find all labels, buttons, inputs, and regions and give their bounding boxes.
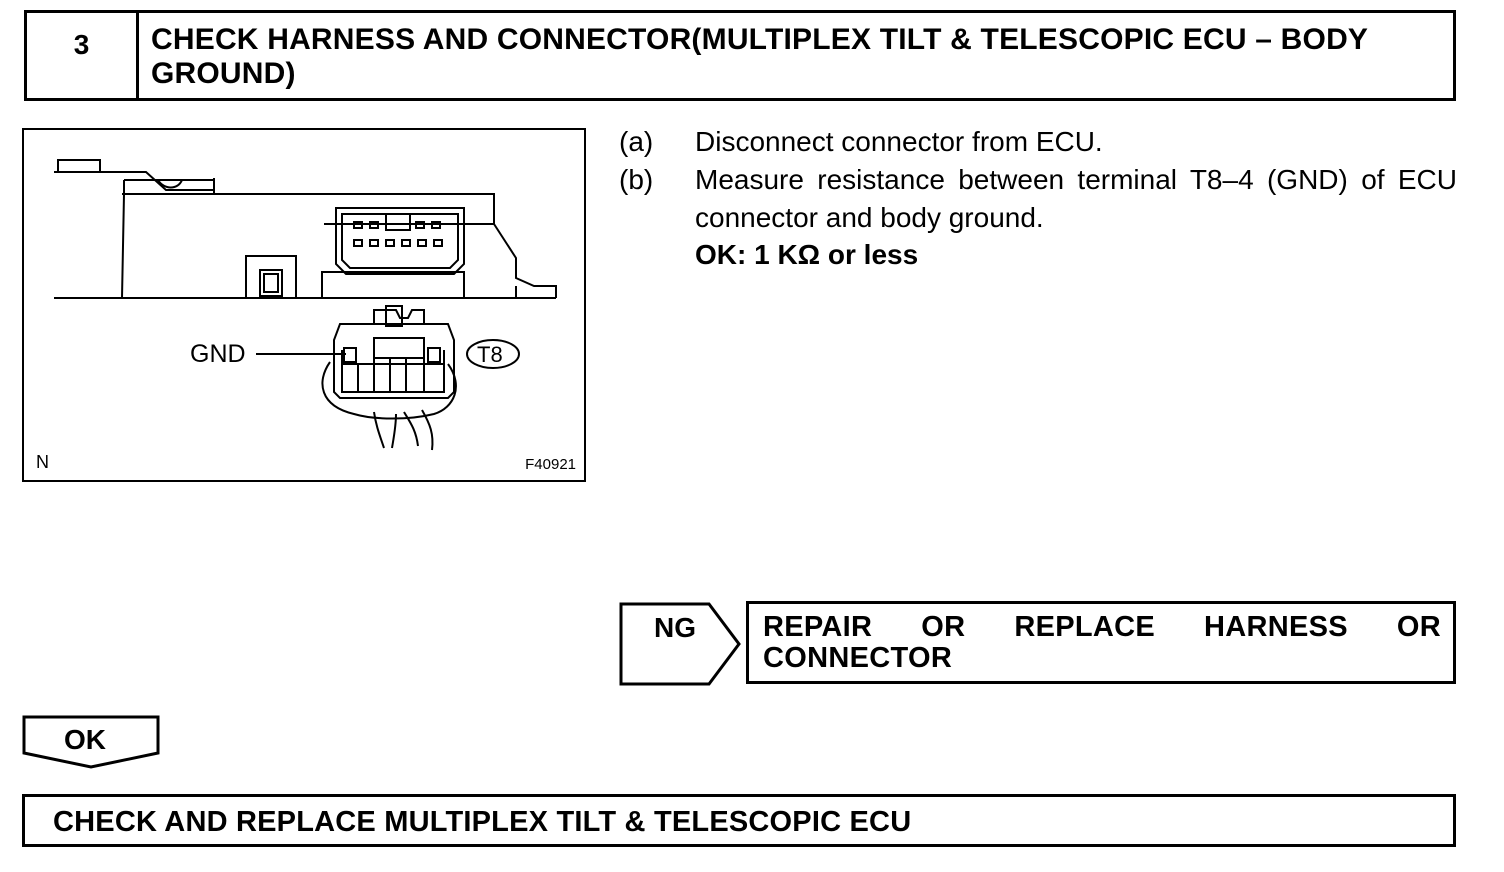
instruction-text: Disconnect connector from ECU.	[695, 126, 1103, 157]
ecu-connector-illustration: GND T8 N F40921	[22, 128, 586, 482]
ok-result-text: CHECK AND REPLACE MULTIPLEX TILT & TELES…	[53, 806, 912, 838]
step-header: 3 CHECK HARNESS AND CONNECTOR(MULTIPLEX …	[24, 10, 1456, 101]
step-title: CHECK HARNESS AND CONNECTOR(MULTIPLEX TI…	[151, 23, 1368, 90]
ok-criterion: OK: 1 KΩ or less	[695, 239, 919, 270]
ng-result-text: REPAIR OR REPLACE HARNESS OR CONNECTOR	[763, 611, 1441, 674]
gnd-terminal-label: GND	[190, 340, 246, 368]
figure-corner-mark: N	[36, 452, 49, 472]
figure-code: F40921	[525, 456, 576, 473]
instruction-label: (a)	[619, 126, 654, 157]
ok-result-box: CHECK AND REPLACE MULTIPLEX TILT & TELES…	[22, 794, 1456, 847]
ecu-connector-drawing	[54, 159, 557, 451]
ng-result-box: REPAIR OR REPLACE HARNESS OR CONNECTOR	[746, 601, 1456, 684]
step-number: 3	[27, 13, 139, 98]
ng-label: NG	[654, 612, 696, 643]
instruction-text: Measure resistance between terminal T8–4…	[695, 164, 1457, 233]
ok-label: OK	[64, 724, 106, 755]
instruction-b: (b) Measure resistance between terminal …	[619, 161, 1459, 241]
ok-arrow-icon	[22, 715, 160, 769]
ng-arrow-icon	[619, 602, 741, 686]
instruction-a: (a) Disconnect connector from ECU.	[619, 123, 1459, 163]
connector-id-label: T8	[477, 342, 503, 367]
instruction-label: (b)	[619, 164, 654, 195]
